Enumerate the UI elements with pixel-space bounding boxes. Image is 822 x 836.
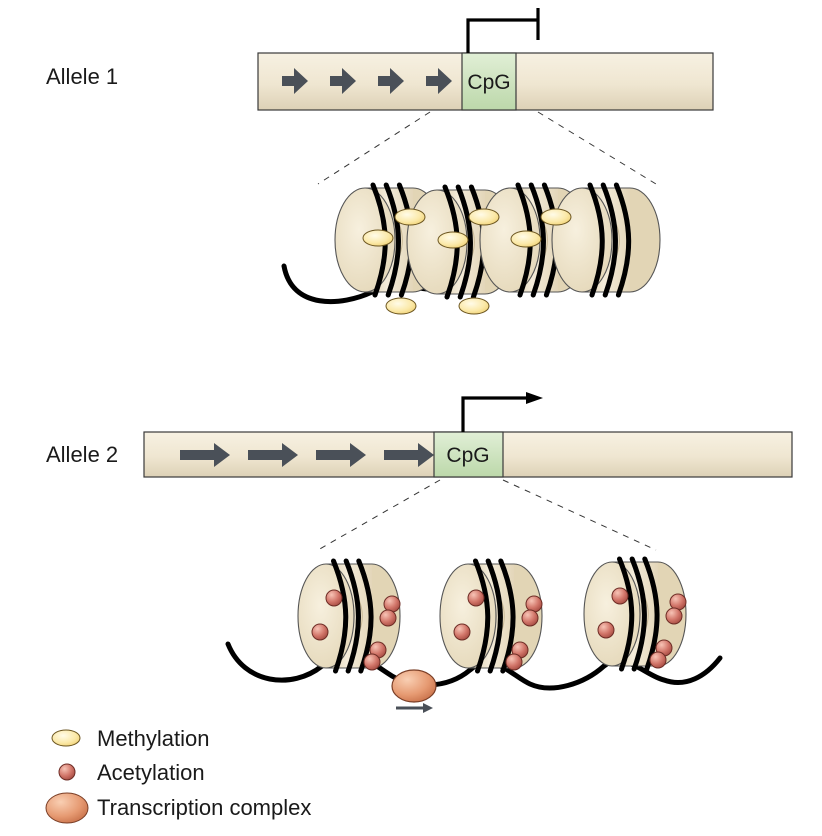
methylation-mark [437, 231, 469, 249]
allele-1-cpg-label: CpG [467, 71, 510, 94]
zoom-line-right [502, 479, 657, 551]
repeat-arrow-icon [378, 68, 404, 94]
acetylation-mark [453, 623, 471, 641]
acetylation-mark [525, 595, 543, 613]
allele-2-label: Allele 2 [46, 442, 118, 467]
legend-methylation: Methylation [51, 726, 210, 751]
zoom-line-right [537, 111, 657, 185]
methylation-mark [510, 230, 542, 248]
transcription-complex-icon [45, 792, 89, 824]
allele-2-chromatin-open [225, 556, 723, 713]
methylation-mark [468, 208, 500, 226]
legend-transcription-complex-label: Transcription complex [97, 795, 311, 820]
acetylation-mark [521, 609, 539, 627]
legend-acetylation-label: Acetylation [97, 760, 205, 785]
acetylation-mark [325, 589, 343, 607]
allele-2-cpg-label: CpG [446, 444, 489, 467]
direction-arrow-icon [396, 703, 433, 713]
methylation-mark [458, 297, 490, 315]
methylation-mark [394, 208, 426, 226]
zoom-line-left [317, 111, 431, 185]
acetylation-mark [383, 595, 401, 613]
legend: Methylation Acetylation Transcription co… [45, 726, 311, 824]
acetylation-mark [379, 609, 397, 627]
nucleosome [297, 558, 401, 674]
acetylation-mark [363, 653, 381, 671]
legend-transcription-complex: Transcription complex [45, 792, 311, 824]
acetylation-icon [58, 763, 76, 781]
methylation-mark [540, 208, 572, 226]
repeat-arrow-icon [316, 443, 366, 467]
methylation-mark [385, 297, 417, 315]
acetylation-mark [665, 607, 683, 625]
repeat-arrow-icon [330, 68, 356, 94]
promoter-blocked-icon [466, 8, 540, 53]
acetylation-mark [597, 621, 615, 639]
repeat-arrow-icon [282, 68, 308, 94]
repeat-arrow-icon [384, 443, 434, 467]
nucleosome [439, 558, 543, 674]
allele-1-label: Allele 1 [46, 64, 118, 89]
allele-1-group: Allele 1 CpG [46, 8, 714, 315]
repeat-arrow-icon [248, 443, 298, 467]
zoom-line-left [317, 479, 441, 551]
allele-2-cpg-box [433, 431, 504, 478]
acetylation-mark [467, 589, 485, 607]
legend-acetylation: Acetylation [58, 760, 205, 785]
acetylation-mark [611, 587, 629, 605]
repeat-arrow-icon [180, 443, 230, 467]
repeat-arrow-icon [426, 68, 452, 94]
methylation-mark [362, 229, 394, 247]
allele-1-chromatin-compact [281, 182, 661, 315]
promoter-active-arrow-icon [461, 396, 528, 432]
acetylation-mark [311, 623, 329, 641]
nucleosome [551, 182, 661, 298]
legend-methylation-label: Methylation [97, 726, 210, 751]
acetylation-mark [649, 651, 667, 669]
arrow-head [526, 392, 543, 404]
acetylation-mark [669, 593, 687, 611]
methylation-icon [51, 729, 81, 747]
allele-1-repeat-arrows [282, 68, 452, 94]
acetylation-mark [505, 653, 523, 671]
allele-2-repeat-arrows [180, 443, 434, 467]
allele-2-group: Allele 2 CpG [46, 392, 793, 713]
transcription-complex [391, 669, 437, 703]
allele-1-cpg-box [461, 52, 517, 111]
